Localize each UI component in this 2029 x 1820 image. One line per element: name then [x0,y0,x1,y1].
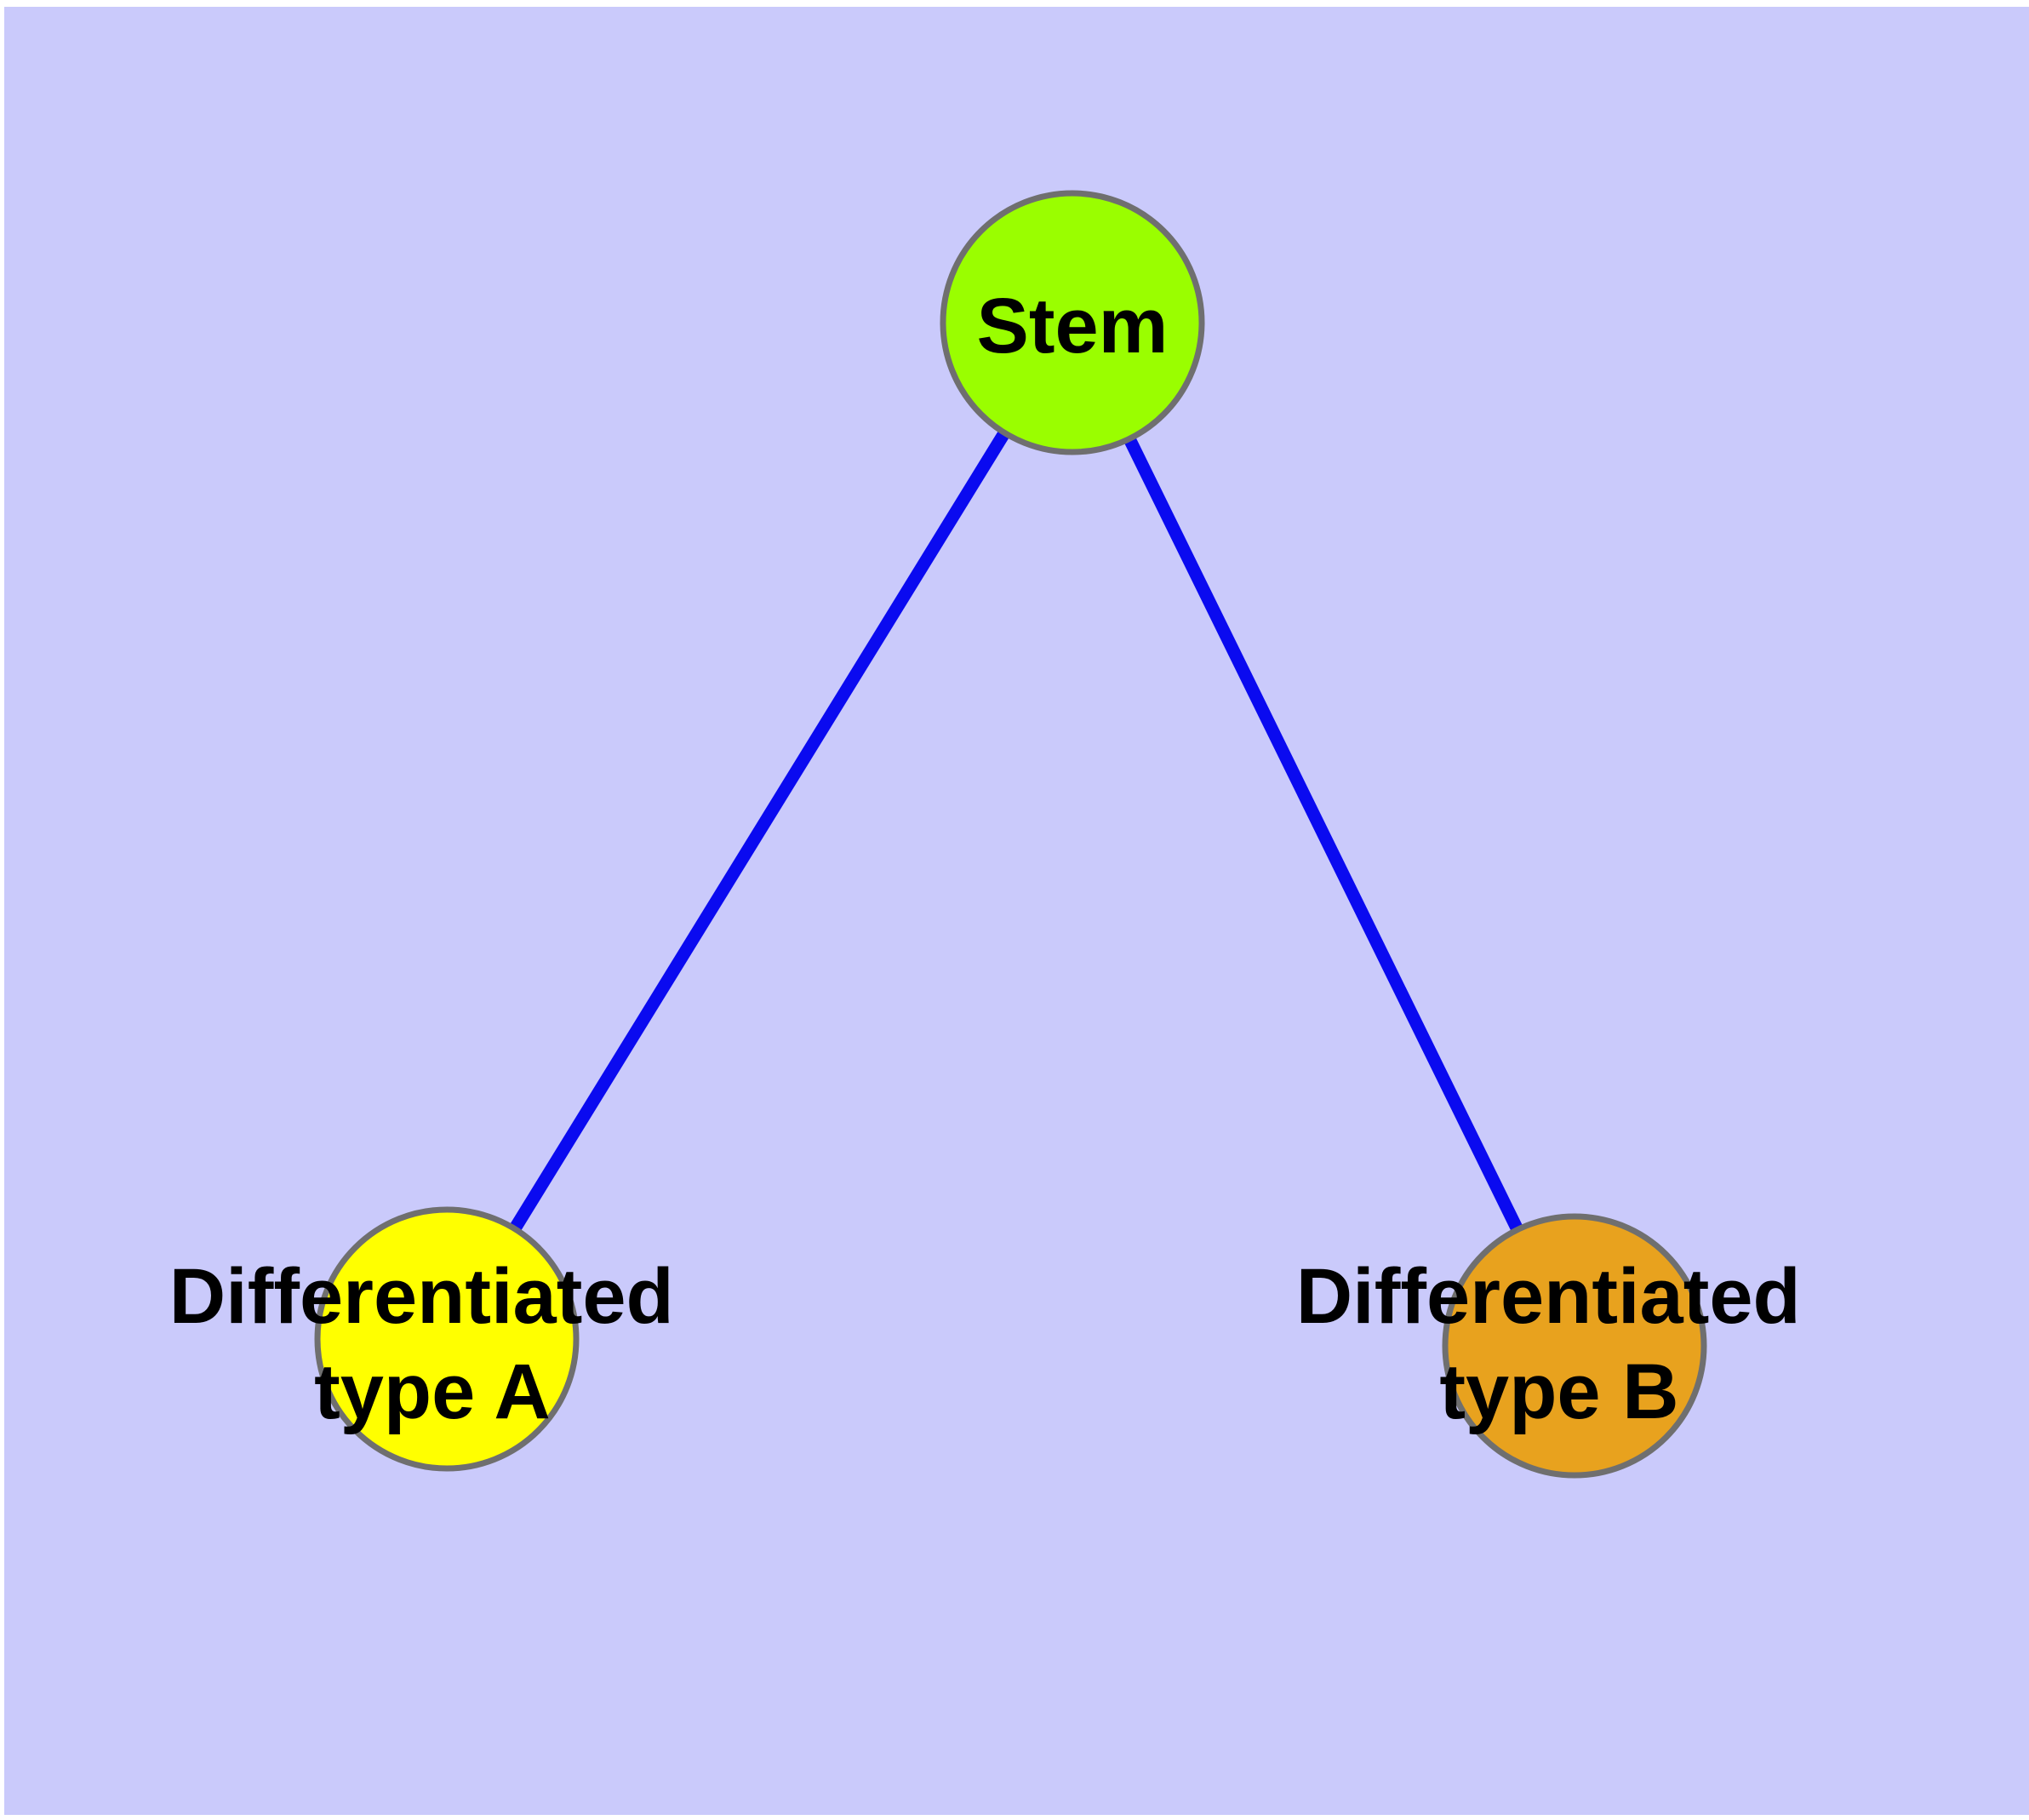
node-differentiated-type-a [314,1206,580,1472]
node-differentiated-type-b [1442,1213,1707,1479]
edges [441,319,1580,1349]
node-stem-label: Stem [977,283,1169,369]
node-type-b-label-line2: type B [1439,1348,1678,1435]
node-type-a-label-line1: Differentiated [169,1253,674,1340]
edge-stem-to-type-b [1066,319,1580,1349]
node-type-b-label-line1: Differentiated [1296,1253,1801,1340]
edge-stem-to-type-a [441,319,1078,1342]
labels: Stem Differentiated type A Differentiate… [169,283,1823,1435]
node-stem [940,190,1205,455]
node-type-a-label: Differentiated type A [169,1253,696,1435]
node-type-a-label-line2: type A [314,1348,551,1435]
node-type-b-label: Differentiated type B [1296,1253,1823,1435]
nodes [314,190,1707,1479]
